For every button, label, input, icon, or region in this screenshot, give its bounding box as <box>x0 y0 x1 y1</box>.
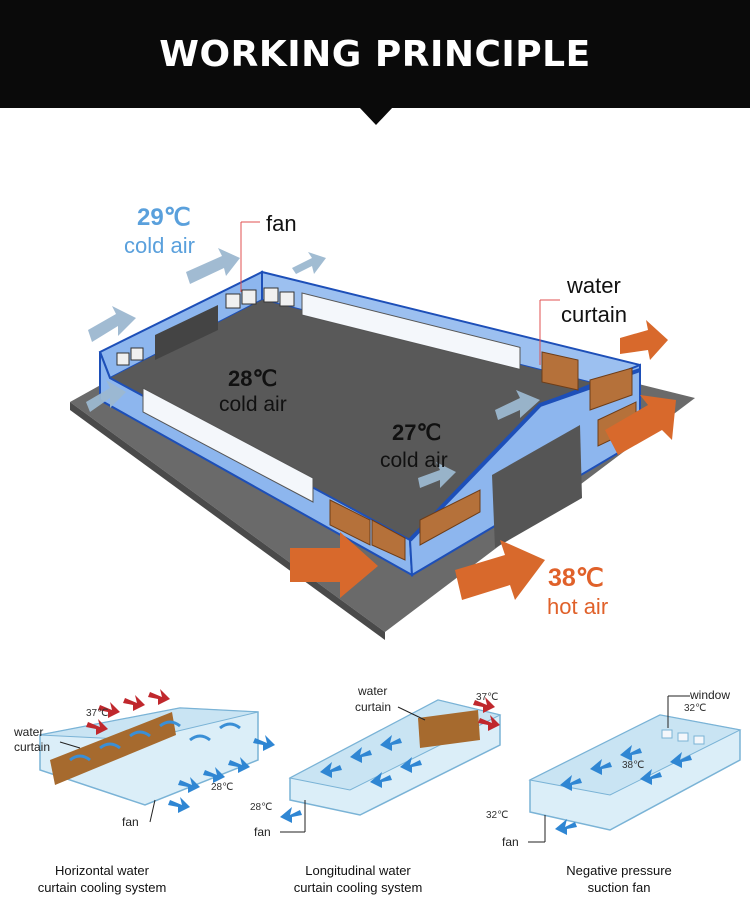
longitudinal-curtain <box>418 710 480 748</box>
water-curtain-label-1: water <box>567 273 621 298</box>
hot-air-text: hot air <box>547 594 609 619</box>
sys1-caption: Horizontal water curtain cooling system <box>12 862 192 896</box>
hot-air-temp: 38℃ <box>548 564 604 592</box>
right-text: cold air <box>380 449 448 472</box>
horizontal-system-drawing <box>39 689 275 813</box>
negative-pressure-drawing <box>528 714 742 835</box>
water-curtain-label-2: curtain <box>561 302 628 327</box>
cold-air-top-temp: 29℃ <box>137 204 191 231</box>
sys3-temp-mid: 38℃ <box>622 760 645 771</box>
sys1-curtain-label-2: curtain <box>14 740 51 754</box>
sys2-curtain-label-2: curtain <box>355 700 392 714</box>
water-curtain-pads <box>329 351 637 561</box>
cold-air-arrows <box>86 248 540 488</box>
sys2-caption-line1: Longitudinal water <box>305 863 411 878</box>
building-floor <box>110 300 640 540</box>
horizontal-curtain <box>50 712 176 785</box>
sys3-temp-in: 32℃ <box>684 703 707 714</box>
banner-pointer <box>359 107 393 125</box>
header-banner <box>0 0 750 108</box>
center-text: cold air <box>219 393 287 416</box>
sys2-caption: Longitudinal water curtain cooling syste… <box>268 862 448 896</box>
sys3-fan-label: fan <box>502 835 519 849</box>
cold-air-top-text: cold air <box>124 233 195 258</box>
longitudinal-system-drawing <box>280 697 502 823</box>
fan-units <box>116 287 295 366</box>
fan-label: fan <box>266 211 297 236</box>
sys3-caption: Negative pressure suction fan <box>529 862 709 896</box>
hot-air-arrows <box>290 320 676 600</box>
sys3-caption-line1: Negative pressure <box>566 863 672 878</box>
sys2-caption-line2: curtain cooling system <box>293 880 423 895</box>
sys3-caption-line2: suction fan <box>587 880 651 895</box>
sys2-temp-in: 37℃ <box>476 692 499 703</box>
big-door <box>492 425 582 548</box>
sys1-temp-in: 37℃ <box>86 708 109 719</box>
sys1-curtain-label-1: water <box>14 725 44 739</box>
sys2-fan-label: fan <box>254 825 271 839</box>
sys2-curtain-label-1: water <box>358 684 388 698</box>
sys1-temp-out: 28℃ <box>211 782 234 793</box>
sys1-fan-label: fan <box>122 815 139 829</box>
sys3-window-label: window <box>690 688 731 702</box>
center-temp: 28℃ <box>228 366 278 391</box>
sys1-caption-line2: curtain cooling system <box>37 880 167 895</box>
page-title: WORKING PRINCIPLE <box>159 34 591 75</box>
right-temp: 27℃ <box>392 420 442 445</box>
sys1-caption-line1: Horizontal water <box>55 863 149 878</box>
sys2-temp-out: 28℃ <box>250 802 273 813</box>
sys3-temp-out: 32℃ <box>486 810 509 821</box>
